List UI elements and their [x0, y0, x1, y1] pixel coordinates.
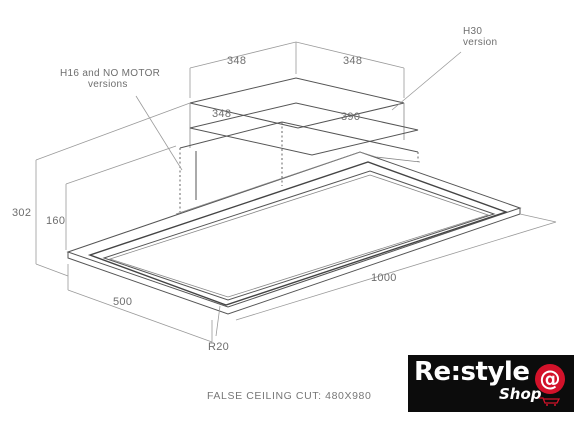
dim-height-total: 302	[12, 207, 31, 219]
note-leaders	[135, 51, 462, 171]
dim-height-body: 160	[46, 215, 65, 227]
top-dimension-lines	[189, 41, 405, 98]
dim-width: 500	[113, 296, 132, 308]
false-ceiling-cut-label: FALSE CEILING CUT: 480X980	[207, 390, 371, 402]
restyle-shop-logo: Re:style @ Shop	[408, 355, 574, 412]
note-h30-line2: version	[463, 37, 497, 48]
motor-box-lower	[179, 102, 419, 212]
cart-icon	[539, 397, 561, 406]
note-h16-line2: versions	[88, 79, 128, 90]
dim-mid-right: 390	[341, 111, 360, 123]
dim-radius: R20	[208, 341, 229, 353]
logo-brand-text: Re:style	[414, 357, 530, 387]
logo-sub-text: Shop	[499, 385, 542, 403]
motor-box-upper	[189, 77, 405, 148]
dim-length: 1000	[371, 272, 397, 284]
hood-body	[66, 151, 522, 315]
extension-lines	[35, 102, 557, 343]
note-h16-line1: H16 and NO MOTOR	[60, 68, 160, 79]
logo-at-icon: @	[535, 364, 565, 394]
dim-top-left: 348	[227, 55, 246, 67]
dim-mid-left: 348	[212, 108, 231, 120]
note-h30-line1: H30	[463, 26, 482, 37]
dim-top-right: 348	[343, 55, 362, 67]
